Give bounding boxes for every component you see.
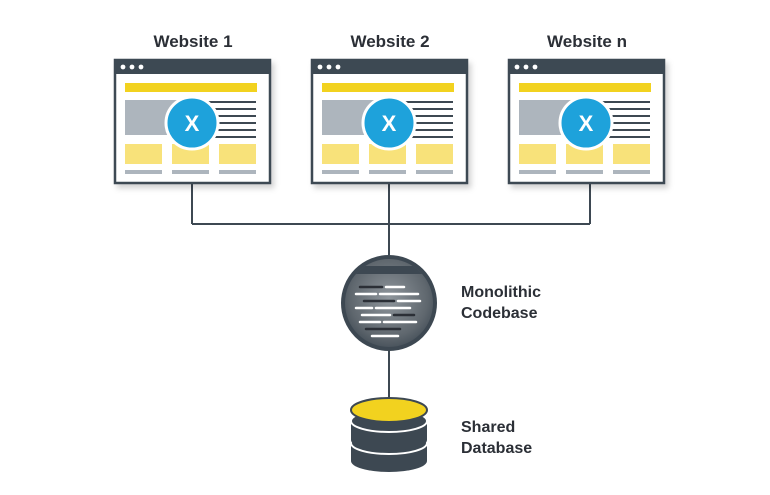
window-dot-icon xyxy=(317,64,323,70)
window-dot-icon xyxy=(129,64,135,70)
footer-line xyxy=(219,170,256,174)
content-card xyxy=(219,144,256,164)
website-n: Website n X xyxy=(507,32,666,185)
x-badge-circle-icon xyxy=(558,95,614,151)
x-badge: X xyxy=(164,95,220,151)
window-dot-icon xyxy=(523,64,529,70)
website-n-title: Website n xyxy=(547,32,627,51)
footer-line xyxy=(416,170,453,174)
code-lines-icon xyxy=(354,285,422,338)
database-label-line1: Shared xyxy=(461,419,515,436)
codebase-label-line1: Monolithic xyxy=(461,284,541,301)
website-1: Website 1 X xyxy=(113,32,272,185)
codebase-lens-icon xyxy=(341,255,437,351)
website-2-title: Website 2 xyxy=(350,32,429,51)
connector-lines xyxy=(191,183,591,398)
website-2: Website 2 X xyxy=(310,32,469,185)
x-badge-circle-icon xyxy=(361,95,417,151)
browser-titlebar xyxy=(115,60,270,74)
code-window-titlebar xyxy=(345,266,433,274)
browser-titlebar xyxy=(509,60,664,74)
content-card xyxy=(322,144,359,164)
content-card xyxy=(125,144,162,164)
window-dot-icon xyxy=(326,64,332,70)
window-dot-icon xyxy=(514,64,520,70)
window-dot-icon xyxy=(335,64,341,70)
footer-line xyxy=(369,170,406,174)
window-dot-icon xyxy=(138,64,144,70)
codebase-node: Monolithic Codebase xyxy=(341,255,541,351)
x-badge-circle-icon xyxy=(164,95,220,151)
window-dot-icon xyxy=(532,64,538,70)
database-node: Shared Database xyxy=(350,397,532,472)
x-badge-letter: X xyxy=(579,111,594,136)
window-dot-icon xyxy=(120,64,126,70)
x-badge: X xyxy=(558,95,614,151)
database-cylinder-icon xyxy=(350,397,428,472)
header-bar xyxy=(322,83,454,92)
footer-line xyxy=(322,170,359,174)
content-card xyxy=(613,144,650,164)
footer-line xyxy=(172,170,209,174)
x-badge-letter: X xyxy=(382,111,397,136)
website-1-title: Website 1 xyxy=(153,32,232,51)
x-badge: X xyxy=(361,95,417,151)
footer-line xyxy=(519,170,556,174)
codebase-label-line2: Codebase xyxy=(461,305,538,322)
header-bar xyxy=(519,83,651,92)
footer-line xyxy=(566,170,603,174)
footer-line xyxy=(125,170,162,174)
browser-titlebar xyxy=(312,60,467,74)
database-label-line2: Database xyxy=(461,440,532,457)
footer-line xyxy=(613,170,650,174)
content-card xyxy=(519,144,556,164)
x-badge-letter: X xyxy=(185,111,200,136)
header-bar xyxy=(125,83,257,92)
content-card xyxy=(416,144,453,164)
